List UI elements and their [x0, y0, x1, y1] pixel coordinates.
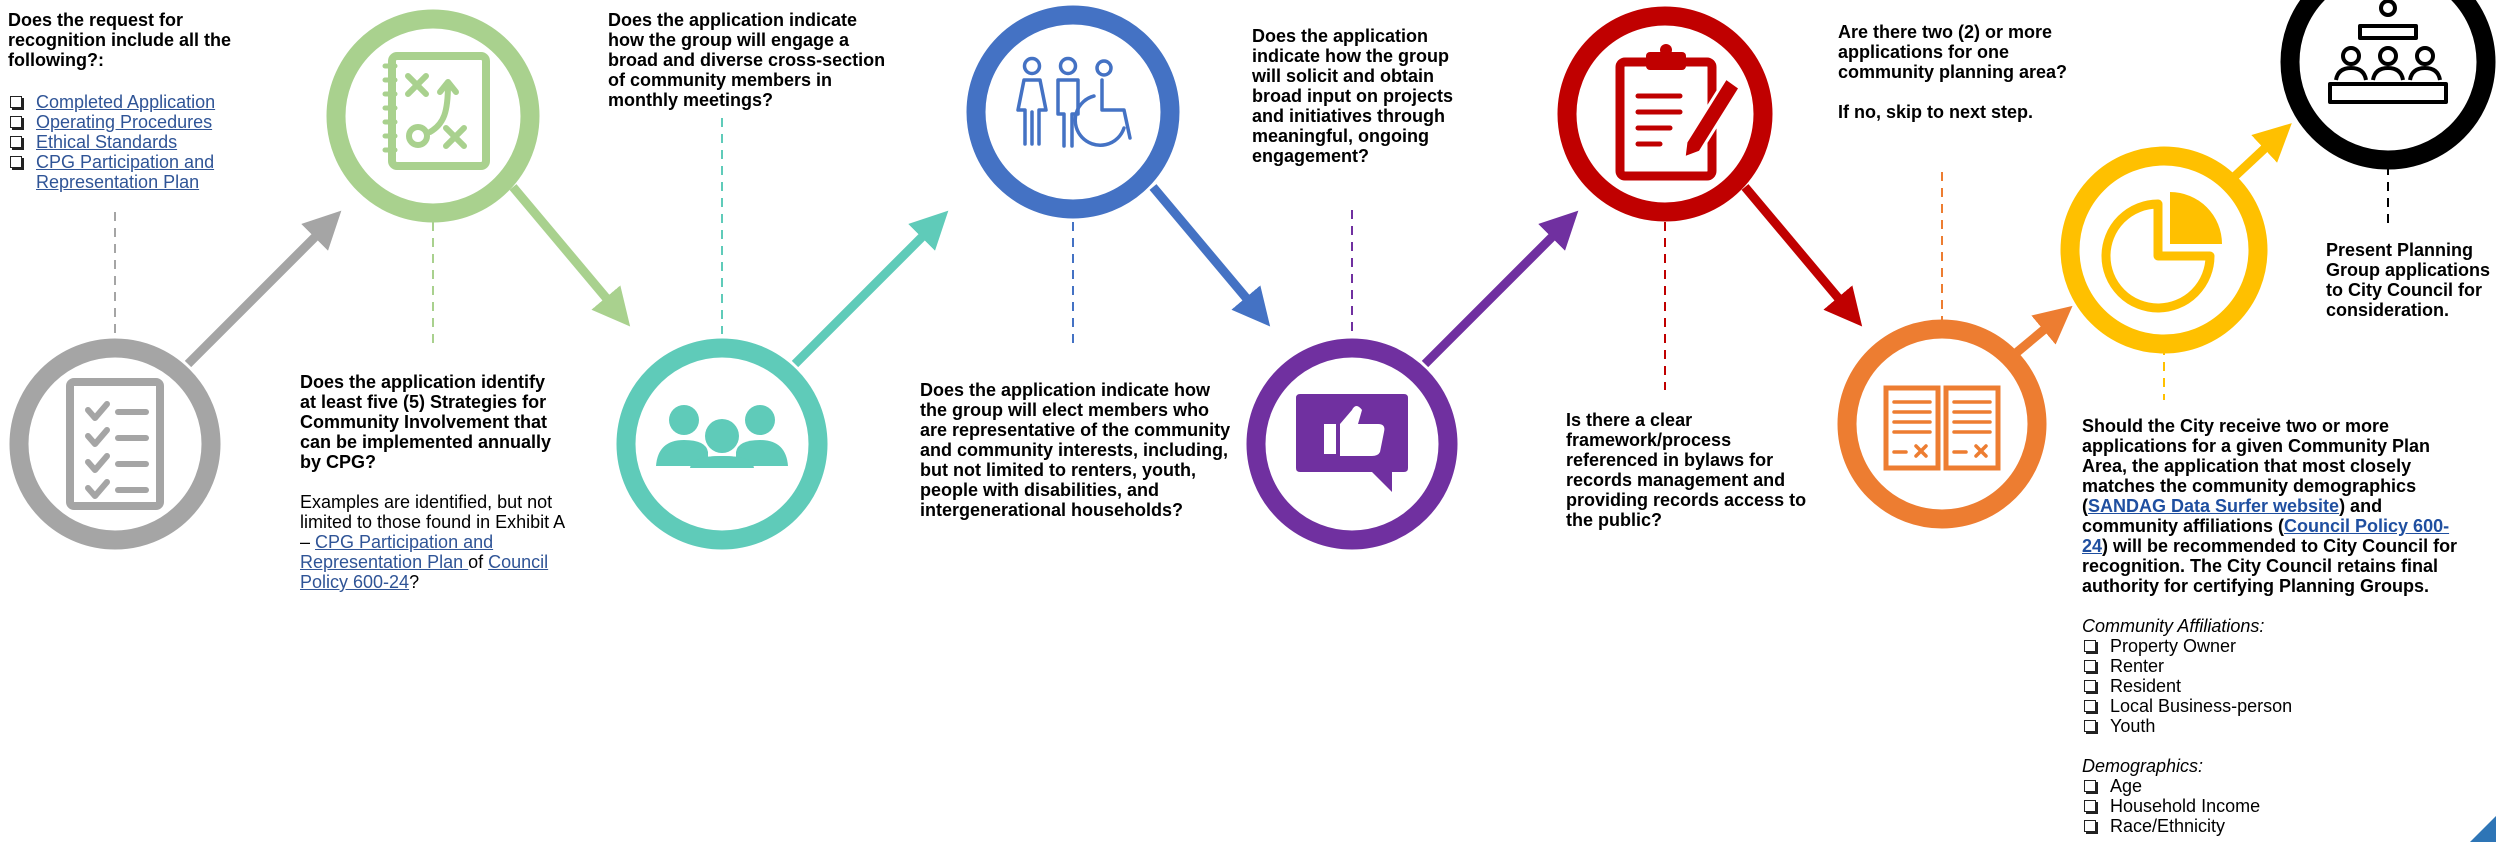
step9-final-step: Present Planning Group applications to C…: [2326, 240, 2491, 320]
checkbox-icon: [2084, 720, 2096, 732]
corner-accent: [2470, 816, 2496, 842]
step5-question: Does the application indicate how the gr…: [1252, 26, 1453, 166]
step7-skip-note: If no, skip to next step.: [1838, 102, 2034, 122]
checklist-item: Completed Application: [8, 92, 270, 112]
link-council-policy[interactable]: Council Policy 600-24: [300, 552, 549, 592]
step1-checklist: Completed Application Operating Procedur…: [8, 92, 270, 192]
step6-question: Is there a clear framework/process refer…: [1566, 410, 1807, 530]
clipboard-pencil-icon: [1615, 44, 1743, 181]
step7-text: Are there two (2) or more applications f…: [1838, 22, 2078, 122]
affiliations-heading: Community Affiliations:: [2082, 616, 2265, 636]
step9-text: Present Planning Group applications to C…: [2326, 240, 2490, 320]
arrow-s7-s8: [2007, 305, 2073, 362]
list-item: Resident: [2082, 676, 2472, 696]
checkbox-icon: [2084, 680, 2096, 692]
list-item: Household Income: [2082, 796, 2472, 816]
arrow-s4-s5: [1149, 184, 1271, 327]
strategy-plan-icon: [382, 52, 490, 170]
checkbox-icon: [10, 96, 22, 108]
step7-question: Are there two (2) or more applications f…: [1838, 22, 2068, 82]
circle-s6: [1557, 6, 1773, 222]
thumbs-up-chat-icon: [1296, 394, 1408, 492]
group-people-icon: [656, 405, 788, 468]
circle-s9: [2280, 0, 2496, 170]
list-item: Age: [2082, 776, 2472, 796]
step8-question: Should the City receive two or more appl…: [2082, 416, 2458, 596]
list-item: Property Owner: [2082, 636, 2472, 656]
pie-chart-icon: [2101, 192, 2222, 313]
step2-question: Does the application identify at least f…: [300, 372, 552, 472]
circle-s4: [966, 5, 1180, 219]
flow-arrows: [184, 123, 2292, 368]
list-item: Race/Ethnicity: [2082, 816, 2472, 836]
step5-text: Does the application indicate how the gr…: [1252, 26, 1460, 166]
checkbox-icon: [10, 116, 22, 128]
checkbox-icon: [2084, 660, 2096, 672]
documents-icon: [1883, 385, 2001, 471]
link-ethical-standards[interactable]: Ethical Standards: [36, 132, 178, 152]
step2-text: Does the application identify at least f…: [300, 372, 566, 592]
affiliations-list: Property Owner Renter Resident Local Bus…: [2082, 636, 2472, 736]
arrow-s6-s7: [1741, 184, 1863, 327]
circle-s3: [616, 338, 828, 550]
council-meeting-icon: [2328, 0, 2448, 104]
checkbox-icon: [10, 136, 22, 148]
list-item: Local Business-person: [2082, 696, 2472, 716]
link-council-policy[interactable]: Council Policy 600-24: [2082, 516, 2450, 556]
demographics-heading: Demographics:: [2082, 756, 2204, 776]
step4-text: Does the application indicate how the gr…: [920, 380, 1238, 520]
checklist-item: Ethical Standards: [8, 132, 270, 152]
link-participation-plan[interactable]: CPG Participation and Representation Pla…: [36, 152, 215, 192]
link-sandag-data-surfer[interactable]: SANDAG Data Surfer website: [2088, 496, 2340, 516]
step-circles: [9, 0, 2496, 550]
step1-question: Does the request for recognition include…: [8, 10, 232, 70]
arrow-s1-s2: [184, 210, 342, 368]
step4-question: Does the application indicate how the gr…: [920, 380, 1231, 520]
checklist-icon: [66, 378, 164, 510]
checklist-item: CPG Participation and Representation Pla…: [8, 152, 270, 192]
step3-question: Does the application indicate how the gr…: [608, 10, 886, 110]
checkbox-icon: [2084, 640, 2096, 652]
step2-note: Examples are identified, but not limited…: [300, 492, 565, 592]
link-participation-plan[interactable]: CPG Participation and Representation Pla…: [300, 532, 494, 572]
list-item: Renter: [2082, 656, 2472, 676]
step3-text: Does the application indicate how the gr…: [608, 10, 894, 110]
arrow-s3-s4: [791, 210, 949, 368]
checklist-item: Operating Procedures: [8, 112, 270, 132]
checkbox-icon: [2084, 800, 2096, 812]
circle-s1: [9, 338, 221, 550]
diverse-people-icon: [1016, 56, 1132, 148]
list-item: Youth: [2082, 716, 2472, 736]
step1-text: Does the request for recognition include…: [8, 10, 270, 70]
circle-s2: [326, 9, 540, 223]
step6-text: Is there a clear framework/process refer…: [1566, 410, 1808, 530]
checkbox-icon: [10, 156, 22, 168]
link-operating-procedures[interactable]: Operating Procedures: [36, 112, 213, 132]
arrow-s2-s3: [509, 184, 631, 327]
circle-s7: [1837, 319, 2047, 529]
checkbox-icon: [2084, 700, 2096, 712]
link-completed-application[interactable]: Completed Application: [36, 92, 216, 112]
circle-s8: [2060, 146, 2268, 354]
checkbox-icon: [2084, 820, 2096, 832]
arrow-s8-s9: [2229, 123, 2292, 182]
dashed-connectors: [114, 118, 2389, 400]
circle-s5: [1246, 338, 1458, 550]
checkbox-icon: [2084, 780, 2096, 792]
demographics-list: Age Household Income Race/Ethnicity: [2082, 776, 2472, 836]
arrow-s5-s6: [1421, 210, 1579, 368]
step8-text: Should the City receive two or more appl…: [2082, 416, 2472, 836]
